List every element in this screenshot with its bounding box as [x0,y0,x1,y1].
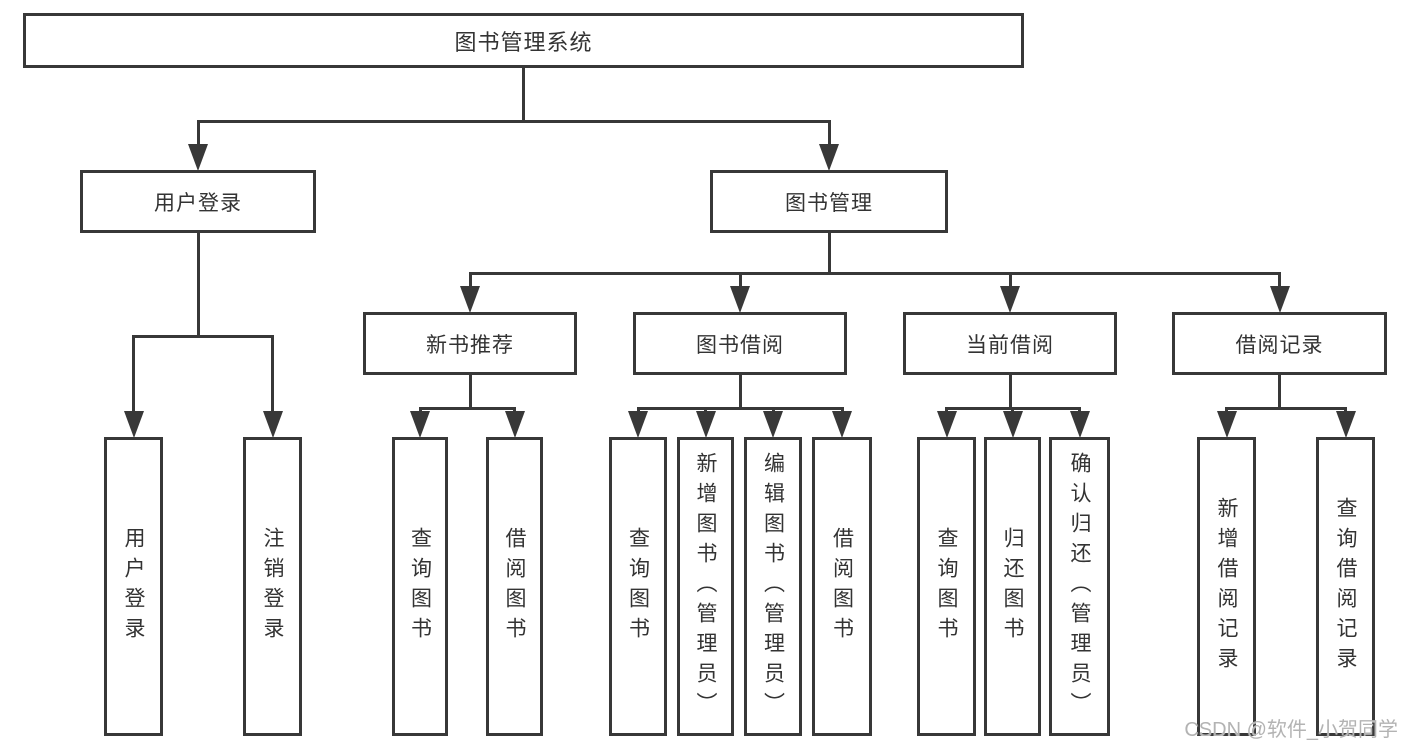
node-confirm-return: 确认归还（管理员） [1049,437,1110,736]
node-borrow-records: 借阅记录 [1172,312,1387,375]
node-borrow-books-1: 借阅图书 [486,437,543,736]
connector-line [636,407,844,410]
node-query-books-2: 查询图书 [609,437,667,736]
node-label: 图书管理 [785,191,873,215]
arrowhead-down-icon [763,411,783,438]
node-user-login: 用户登录 [104,437,163,736]
watermark: CSDN @软件_小贺同学 [1184,719,1398,741]
node-add-books: 新增图书（管理员） [677,437,734,736]
connector-line [196,120,831,123]
node-add-borrow-record: 新增借阅记录 [1197,437,1256,736]
connector-line [513,407,516,413]
connector-line [1225,407,1347,410]
node-query-borrow-record: 查询借阅记录 [1316,437,1375,736]
connector-line [132,335,274,338]
node-label: 借阅图书 [830,526,854,647]
node-label: 当前借阅 [966,333,1054,357]
arrowhead-down-icon [1069,411,1090,438]
connector-line [1278,375,1281,407]
connector-line [1008,375,1012,407]
node-label: 归还图书 [1001,526,1024,647]
arrowhead-down-icon [262,411,283,438]
connector-line [840,407,844,413]
node-user-login-group: 用户登录 [80,170,316,233]
arrowhead-down-icon [628,411,648,438]
node-label: 新书推荐 [426,333,514,357]
connector-line [738,272,742,288]
connector-line [271,335,274,413]
arrowhead-down-icon [123,411,144,438]
node-query-books-3: 查询图书 [917,437,976,736]
node-label: 注销登录 [261,526,284,647]
arrowhead-down-icon [730,286,750,313]
node-logout: 注销登录 [243,437,302,736]
connector-line [132,335,135,413]
node-root: 图书管理系统 [23,13,1024,68]
connector-line [468,375,472,407]
connector-line [827,120,831,146]
node-label: 新增借阅记录 [1215,496,1238,677]
node-borrow-books-2: 借阅图书 [812,437,872,736]
connector-line [468,272,1281,275]
connector-line [771,407,775,413]
connector-line [1008,272,1012,288]
node-current-borrow: 当前借阅 [903,312,1117,375]
arrowhead-down-icon [1216,411,1237,438]
node-book-borrow: 图书借阅 [633,312,847,375]
node-return-books: 归还图书 [984,437,1041,736]
node-label: 查询借阅记录 [1334,496,1357,677]
node-label: 新增图书（管理员） [694,451,717,722]
connector-line [1078,407,1081,413]
node-label: 查询图书 [626,526,650,647]
connector-line [1011,407,1014,413]
arrowhead-down-icon [819,144,839,171]
node-book-mgmt: 图书管理 [710,170,948,233]
connector-line [418,407,422,413]
node-label: 图书借阅 [696,333,784,357]
node-new-book-rec: 新书推荐 [363,312,577,375]
arrowhead-down-icon [695,411,716,438]
connector-line [945,407,948,413]
node-label: 图书管理系统 [454,29,593,55]
arrowhead-down-icon [1000,286,1020,313]
connector-line [827,233,831,272]
arrowhead-down-icon [1002,411,1023,438]
arrowhead-down-icon [1269,286,1290,313]
node-label: 用户登录 [122,526,145,647]
node-label: 编辑图书（管理员） [761,451,785,722]
node-label: 借阅图书 [503,526,526,647]
connector-line [636,407,640,413]
node-label: 借阅记录 [1235,333,1324,357]
arrowhead-down-icon [832,411,852,438]
node-edit-books: 编辑图书（管理员） [744,437,802,736]
connector-line [522,68,525,120]
arrowhead-down-icon [460,286,480,313]
connector-line [1278,272,1281,288]
arrowhead-down-icon [410,411,430,438]
arrowhead-down-icon [1335,411,1356,438]
node-label: 确认归还（管理员） [1068,451,1091,722]
arrowhead-down-icon [188,144,208,171]
connector-line [196,233,200,335]
node-query-books-1: 查询图书 [392,437,448,736]
node-label: 查询图书 [935,526,958,647]
connector-line [196,120,200,146]
connector-line [468,272,472,288]
arrowhead-down-icon [936,411,957,438]
connector-line [418,407,516,410]
arrowhead-down-icon [504,411,525,438]
connector-line [704,407,707,413]
node-label: 查询图书 [408,526,432,647]
connector-line [1225,407,1228,413]
node-label: 用户登录 [154,191,242,215]
connector-line [738,375,742,407]
connector-line [1344,407,1347,413]
